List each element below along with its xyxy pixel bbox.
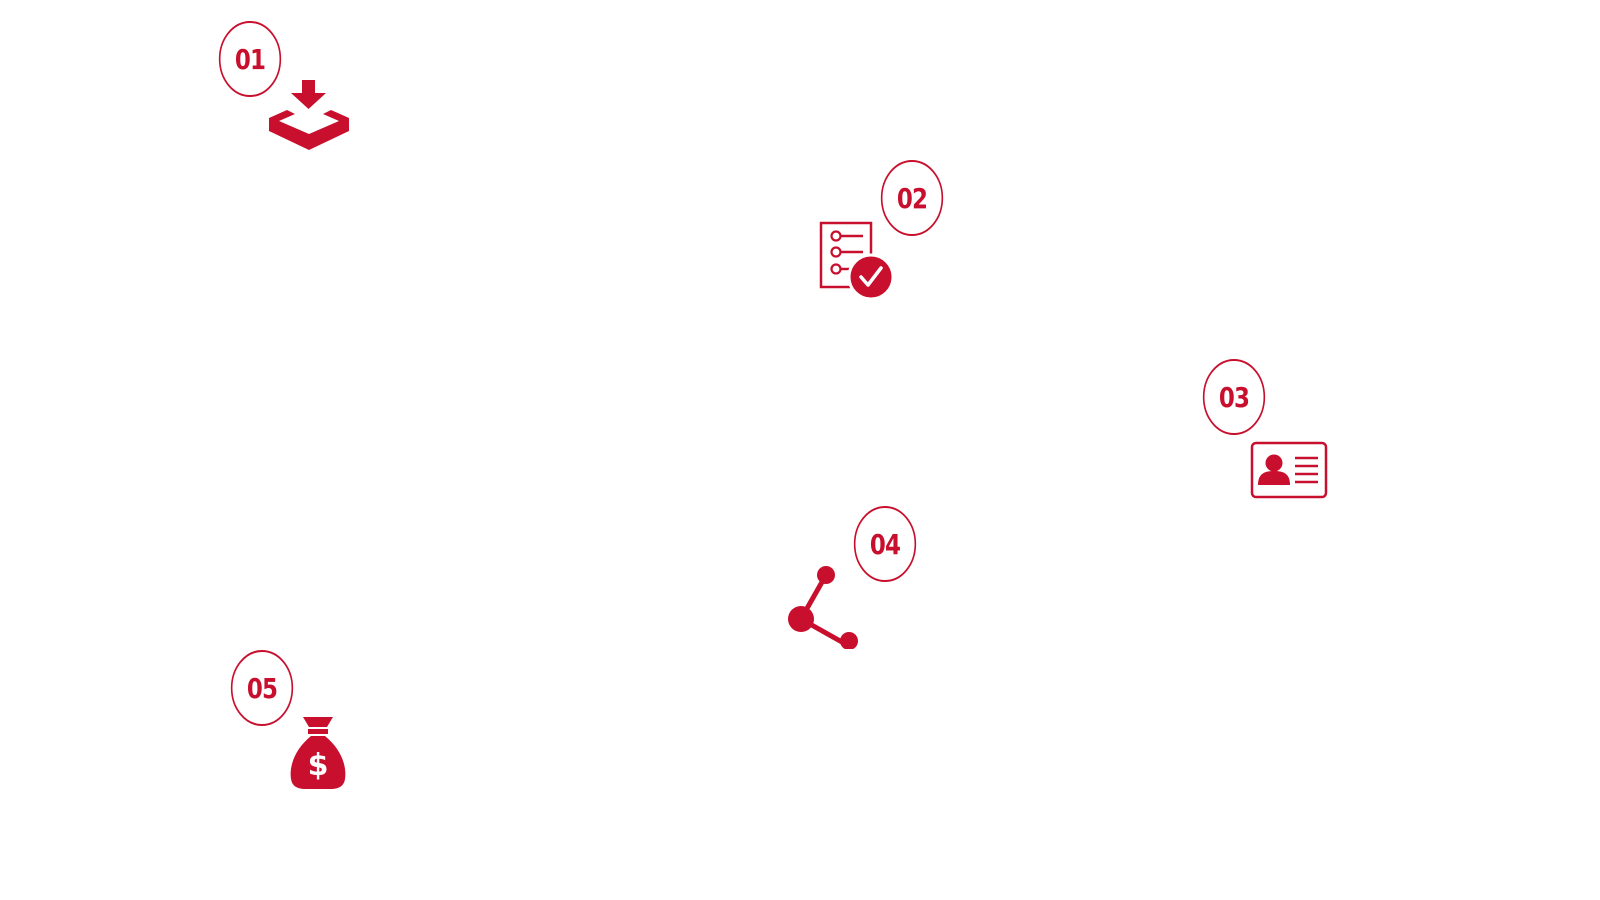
id-card-icon xyxy=(1250,441,1328,499)
svg-text:$: $ xyxy=(308,748,329,783)
step-number-badge: 03 xyxy=(1202,359,1266,435)
money-bag-icon: $ xyxy=(289,711,347,791)
step-number-badge: 01 xyxy=(218,21,282,97)
download-to-tray-icon xyxy=(269,80,349,156)
connected-nodes-icon xyxy=(785,561,860,649)
step-number-badge: 04 xyxy=(853,506,917,582)
checklist-approved-icon xyxy=(819,221,894,301)
step-number-badge: 05 xyxy=(230,650,294,726)
step-number-badge: 02 xyxy=(880,160,944,236)
